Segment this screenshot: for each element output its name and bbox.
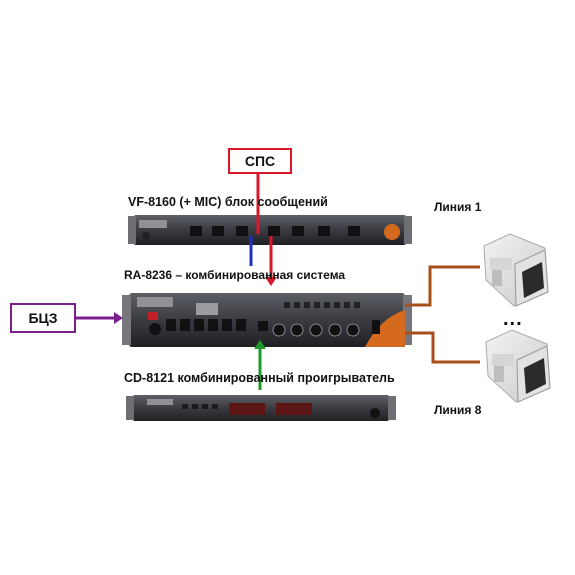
rack-unit-ra8236-icon (122, 293, 412, 347)
speaker-ellipsis: ... (503, 308, 523, 330)
line-1-label: Линия 1 (434, 200, 482, 214)
rack-unit-cd8121-icon (126, 395, 396, 421)
rack-unit-vf8160-icon (128, 215, 412, 245)
line-8-label: Линия 8 (434, 403, 482, 417)
speaker-line-1 (405, 265, 480, 307)
vf-to-ra-red-arrow (265, 277, 277, 286)
sps-label: СПС (244, 153, 276, 169)
cd-unit-label: CD-8121 комбинированный проигрыватель (124, 371, 395, 385)
sps-box: СПС (228, 148, 292, 174)
bcz-box: БЦЗ (10, 303, 76, 333)
speaker-line-8 (405, 331, 480, 364)
horn-speaker-1-icon (483, 233, 549, 307)
cd-to-ra-green-arrow (254, 340, 266, 349)
bcz-label: БЦЗ (28, 310, 58, 326)
horn-speaker-8-icon (485, 329, 551, 403)
vf-unit-label: VF-8160 (+ MIC) блок сообщений (128, 195, 328, 209)
bcz-to-ra-arrow (114, 312, 123, 324)
ra-unit-label: RA-8236 – комбинированная система (124, 268, 346, 282)
